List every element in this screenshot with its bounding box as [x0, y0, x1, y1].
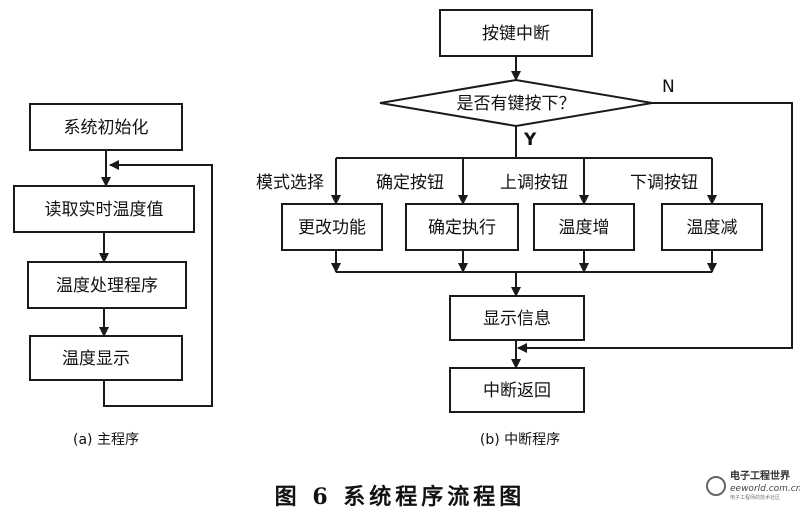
action-label-temp-decrease: 温度减: [687, 218, 738, 238]
process-box: [27, 261, 187, 309]
read-temp-label: 读取实时温度值: [45, 200, 164, 220]
display-box: [29, 335, 183, 381]
action-label-confirm-execute: 确定执行: [428, 218, 496, 238]
process-label: 温度处理程序: [56, 276, 158, 296]
action-label-temp-increase: 温度增: [559, 218, 610, 238]
figure-caption: 图 6 系统程序流程图: [275, 484, 526, 510]
key-interrupt-label: 按键中断: [482, 24, 550, 44]
watermark-line3: 电子工程师的技术社区: [730, 494, 780, 501]
display-label: 温度显示: [62, 349, 130, 369]
key-interrupt-box: [439, 9, 593, 57]
interrupt-return-box: [449, 367, 585, 413]
no-label: N: [662, 77, 675, 97]
eeworld-watermark: 电子工程世界 eeworld.com.cn 电子工程师的技术社区: [706, 469, 800, 501]
watermark-line1: 电子工程世界: [730, 469, 790, 482]
display-info-box: [449, 295, 585, 341]
main-loop-arrow: [103, 160, 213, 407]
yes-label: Y: [523, 130, 537, 150]
watermark-line2: eeworld.com.cn: [730, 484, 800, 494]
interrupt-program-caption: (b) 中断程序: [480, 432, 560, 448]
display-info-label: 显示信息: [483, 309, 551, 329]
read-temp-box: [13, 185, 195, 233]
branch-label-confirm: 确定按钮: [376, 173, 444, 193]
interrupt-program-flow: 按键中断 是否有键按下？ Y N 模式选择 确定按钮 上调按钮 下调按钮 更改功…: [256, 9, 793, 448]
branch-label-down: 下调按钮: [630, 173, 698, 193]
decision-label: 是否有键按下？: [457, 94, 576, 114]
branch-label-mode: 模式选择: [256, 173, 324, 193]
no-path-arrow: [517, 102, 793, 353]
branch-label-up: 上调按钮: [500, 173, 568, 193]
action-box-change-function: [281, 203, 383, 251]
action-box-temp-increase: [533, 203, 635, 251]
main-program-caption: (a) 主程序: [73, 432, 139, 448]
action-label-change-function: 更改功能: [298, 218, 366, 238]
main-program-flow: 系统初始化 读取实时温度值 温度处理程序 温度显示 (a) 主程序: [13, 103, 213, 448]
init-box: [29, 103, 183, 151]
interrupt-return-label: 中断返回: [483, 381, 551, 401]
init-label: 系统初始化: [64, 118, 149, 138]
watermark-logo-icon: [706, 476, 726, 496]
